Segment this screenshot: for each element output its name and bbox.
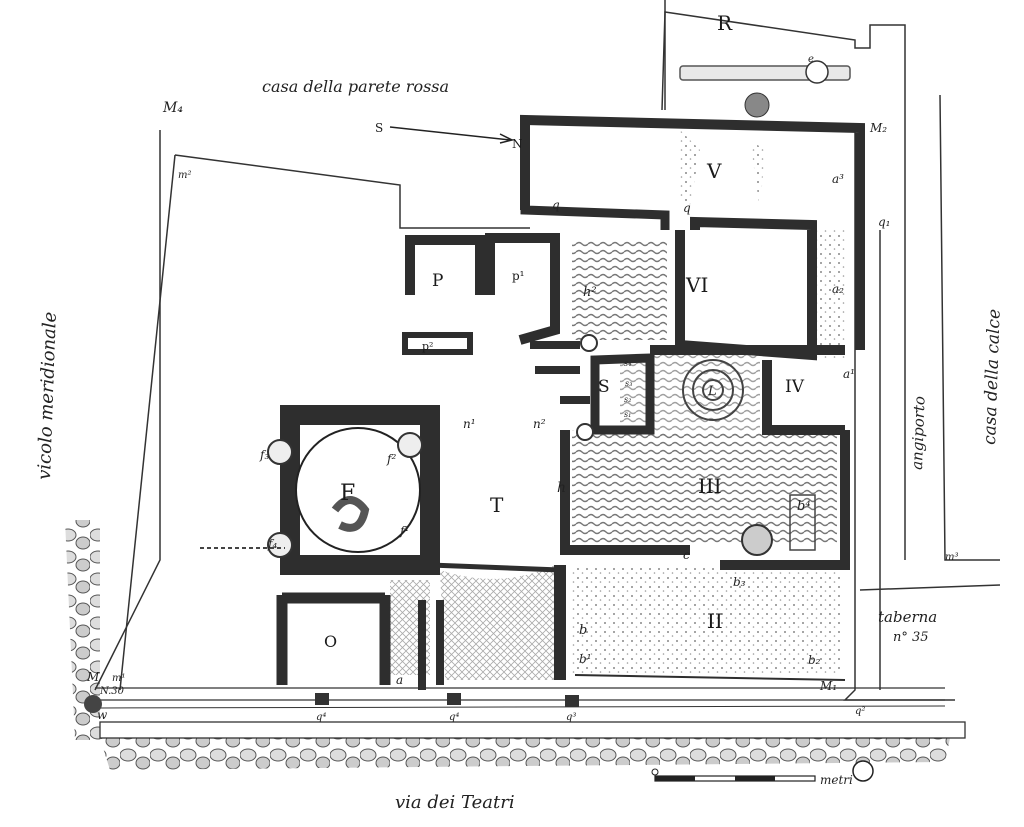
mark-b2: b₂: [808, 653, 821, 667]
mark-M: M: [86, 670, 100, 684]
scale-unit: metri: [820, 773, 853, 787]
street-west: vicolo meridionale: [34, 311, 61, 480]
reference-marks: M₄ M₂ M₁ M m¹ m² m³ N.30 a a¹ a₂ a³ b b¹…: [86, 54, 959, 723]
mark-s1: s₁: [624, 410, 631, 419]
room-p2: p²: [422, 340, 433, 353]
mark-a: a: [396, 673, 403, 687]
room-II: II: [707, 609, 723, 633]
mark-s4: s₄: [624, 359, 631, 368]
mark-m1: m¹: [112, 673, 126, 684]
stamp-icon: [852, 760, 874, 782]
mark-a1: a¹: [843, 367, 855, 381]
street-north: casa della parete rossa: [262, 77, 449, 96]
mark-b: b: [579, 623, 587, 638]
mark-q1: q₁: [878, 215, 891, 229]
mark-N30: N.30: [99, 686, 125, 697]
mark-q-2: q: [683, 201, 691, 215]
mill-F: [295, 427, 421, 553]
floor-h2: [572, 240, 667, 340]
mark-q2: q²: [855, 706, 865, 717]
room-O: O: [324, 632, 337, 651]
mark-n1: n¹: [463, 417, 476, 431]
cistern-L: [682, 359, 744, 421]
north-arrow: S N: [375, 121, 523, 151]
round-features: [84, 60, 851, 713]
scale-bar: metri: [651, 768, 853, 787]
mark-f4: f₄: [267, 537, 277, 551]
mark-f1: f¹: [399, 524, 409, 538]
room-IV: IV: [785, 377, 805, 397]
room-P: P: [432, 271, 443, 291]
street-south: via dei Teatri: [395, 792, 515, 813]
shop-number: n° 35: [893, 630, 929, 645]
floor-T-south: [440, 565, 555, 680]
street-east-lane: angiporto: [908, 396, 929, 470]
room-F: F: [340, 481, 355, 506]
room-R: R: [717, 11, 733, 35]
mark-s2: s₂: [624, 395, 631, 404]
street-paving: [65, 520, 966, 770]
floor-III: [572, 430, 837, 545]
mark-c: c: [683, 548, 690, 562]
mark-q4-2: q⁴: [449, 712, 459, 723]
mark-n2: n²: [533, 417, 546, 431]
room-p1: p¹: [512, 269, 525, 283]
floor-II: [572, 565, 842, 675]
floor-a2: [815, 230, 845, 360]
room-VI: VI: [685, 273, 708, 297]
mark-M4: M₄: [162, 100, 183, 116]
mark-M2: M₂: [869, 121, 887, 135]
house-east: casa della calce: [980, 309, 1005, 446]
mark-q4: q⁴: [316, 712, 326, 723]
mark-a3: a³: [832, 172, 844, 186]
room-V: V: [706, 159, 722, 183]
mark-M1: M₁: [819, 679, 837, 693]
shop-label: taberna: [878, 608, 937, 626]
walls: [276, 114, 865, 690]
arrow-from: S: [375, 121, 383, 135]
property-outline: [94, 0, 1001, 701]
mark-q: q: [552, 198, 560, 212]
mark-f3: f₃: [259, 448, 269, 462]
mark-f2: f²: [386, 452, 396, 466]
mark-e: e: [808, 54, 814, 65]
floor-V: [680, 130, 765, 210]
mark-m2: m²: [178, 170, 192, 181]
mark-w: w: [97, 708, 108, 722]
room-labels: R V VI IV III II P p¹ p² S F T O: [324, 11, 805, 651]
mark-b4: b⁴: [797, 499, 811, 514]
room-T: T: [490, 493, 504, 517]
mark-q3: q³: [566, 712, 576, 723]
arrow-to: N: [512, 137, 523, 151]
mark-h2: h²: [583, 285, 597, 300]
mark-b3: b₃: [733, 575, 746, 589]
room-III: III: [698, 474, 722, 498]
mark-m3: m³: [945, 552, 959, 563]
mark-L: L: [707, 384, 717, 399]
mark-b1: b¹: [579, 652, 592, 666]
room-S: S: [598, 377, 610, 397]
floor-L: [620, 355, 760, 435]
mark-a2: a₂: [832, 282, 844, 296]
mark-s3: s₃: [625, 379, 632, 388]
mark-h: h: [557, 480, 566, 496]
